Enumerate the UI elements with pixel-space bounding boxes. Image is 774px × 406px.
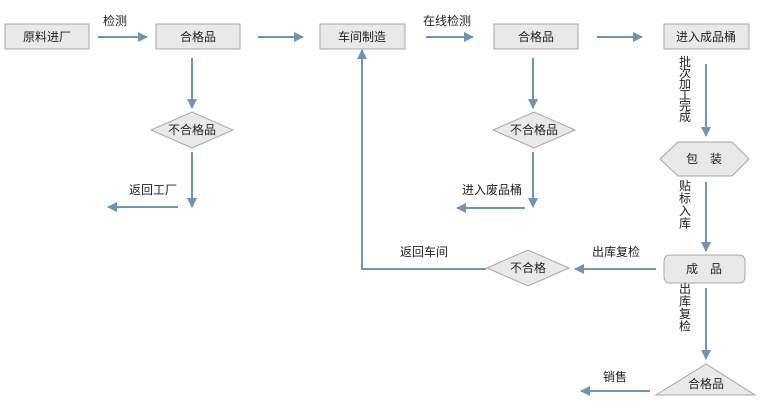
node-workshop-box (319, 23, 406, 50)
qualified-1-label: 合格品 (180, 29, 216, 44)
node-unqualified-2-diamond (491, 111, 577, 149)
node-finished-bucket-box (663, 23, 750, 50)
node-finished-shape (663, 254, 746, 284)
label-return-workshop: 返回车间 (400, 244, 448, 259)
label-batch-done: 批次加工完成 (679, 54, 691, 124)
label-to-waste: 进入废品桶 (462, 182, 522, 197)
node-raw-material-box (4, 23, 90, 50)
finished-label: 成 品 (686, 262, 722, 276)
node-packaging-hexagon (659, 141, 750, 177)
label-label-in: 贴标入库 (679, 179, 691, 231)
unqualified-2-label: 不合格品 (510, 122, 558, 137)
label-recheck-1: 出库复检 (592, 244, 640, 259)
unqualified-1-label: 不合格品 (168, 122, 216, 137)
node-qualified-1-box (155, 23, 241, 50)
qualified-2-label: 合格品 (518, 29, 554, 44)
packaging-label: 包 装 (686, 152, 722, 166)
node-unqualified-1-diamond (149, 111, 235, 149)
label-recheck-2: 出库复检 (679, 282, 691, 334)
node-qualified-2-box (493, 23, 579, 50)
raw-material-label: 原料进厂 (23, 30, 71, 44)
workshop-label: 车间制造 (338, 29, 386, 44)
node-unqualified-3-diamond (485, 249, 571, 287)
label-inspect: 检测 (103, 13, 127, 28)
qualified-3-label: 合格品 (688, 376, 724, 391)
unqualified-3-label: 不合格 (510, 260, 546, 275)
label-return-factory: 返回工厂 (129, 183, 177, 197)
label-sales: 销售 (603, 369, 627, 384)
node-qualified-3-triangle (654, 363, 757, 396)
arrow-return-workshop (357, 49, 486, 270)
finished-bucket-label: 进入成品桶 (676, 29, 736, 44)
label-online-inspect: 在线检测 (423, 13, 471, 28)
